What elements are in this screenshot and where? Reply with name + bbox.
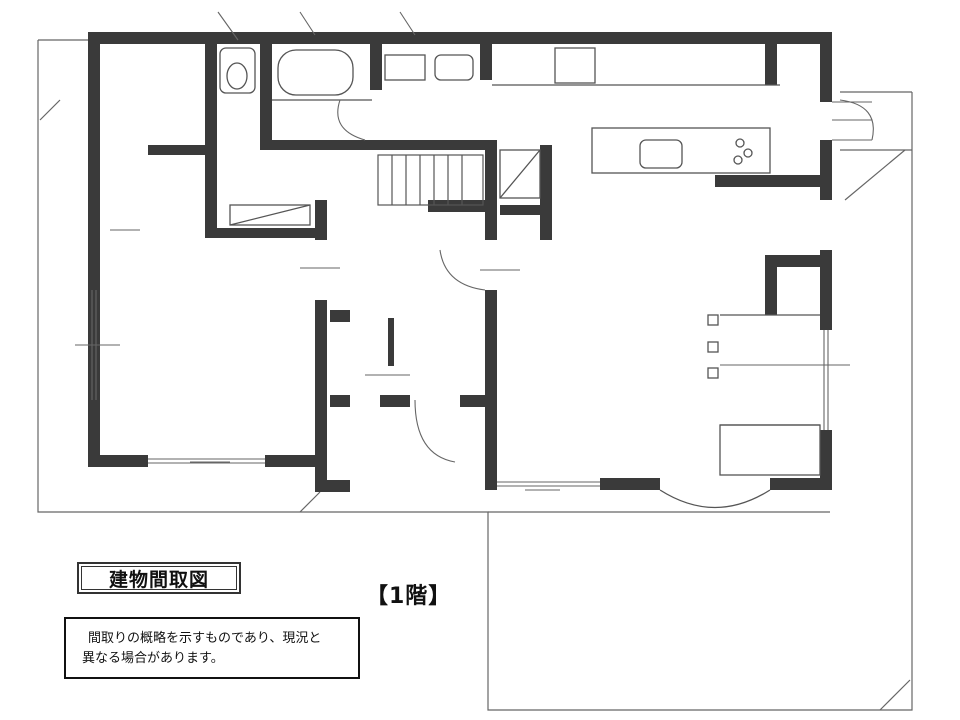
disclaimer-line-2: 異なる場合があります。 [82,651,224,666]
staircase [377,154,484,206]
floor-label: 【1階】 [366,584,452,609]
disclaimer-note: 間取りの概略を示すものであり、現況と 異なる場合があります。 [64,617,360,679]
interior-walls [148,40,825,407]
site-outline [37,39,913,711]
exterior-walls [88,32,832,492]
plan-title: 建物間取図 [77,562,241,594]
disclaimer-line-1: 間取りの概略を示すものであり、現況と [88,631,322,646]
fixtures [219,47,821,509]
dimension-marks [75,229,850,491]
